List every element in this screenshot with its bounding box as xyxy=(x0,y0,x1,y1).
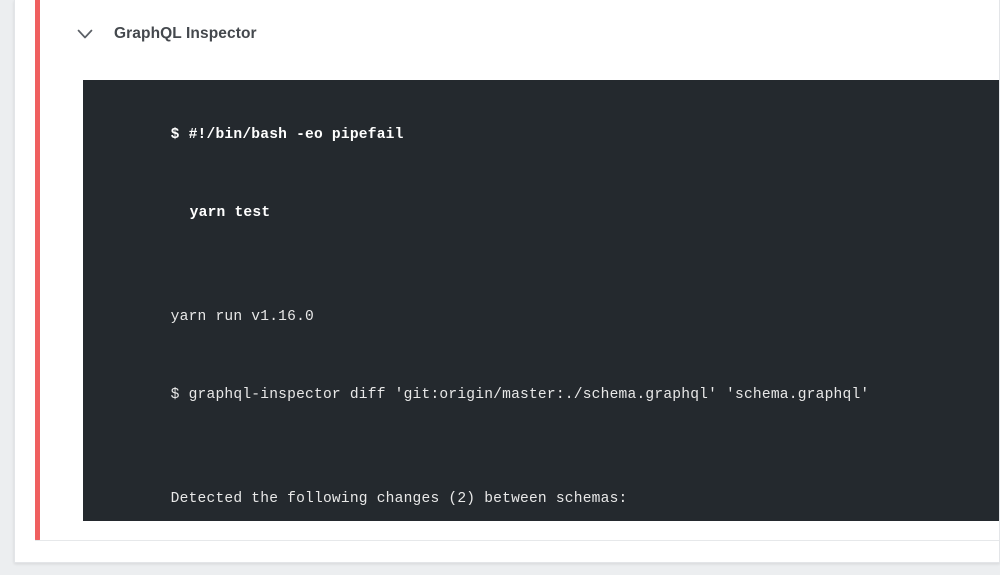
check-header-toggle[interactable]: GraphQL Inspector xyxy=(60,0,999,68)
status-rail-failed xyxy=(35,0,40,541)
build-log-terminal[interactable]: $ #!/bin/bash -eo pipefail yarn test yar… xyxy=(83,80,999,521)
log-line: $ #!/bin/bash -eo pipefail xyxy=(170,127,404,143)
card-footer xyxy=(15,541,999,562)
check-title: GraphQL Inspector xyxy=(114,25,257,42)
log-line: yarn run v1.16.0 xyxy=(170,309,314,325)
log-line-blank xyxy=(99,434,999,460)
log-line-blank xyxy=(99,252,999,278)
card-divider xyxy=(35,540,999,541)
check-run-card: GraphQL Inspector $ #!/bin/bash -eo pipe… xyxy=(14,0,1000,563)
log-line: Detected the following changes (2) betwe… xyxy=(170,491,628,507)
log-line: $ graphql-inspector diff 'git:origin/mas… xyxy=(170,387,870,403)
chevron-down-icon[interactable] xyxy=(72,21,98,47)
log-line: yarn test xyxy=(189,205,271,221)
